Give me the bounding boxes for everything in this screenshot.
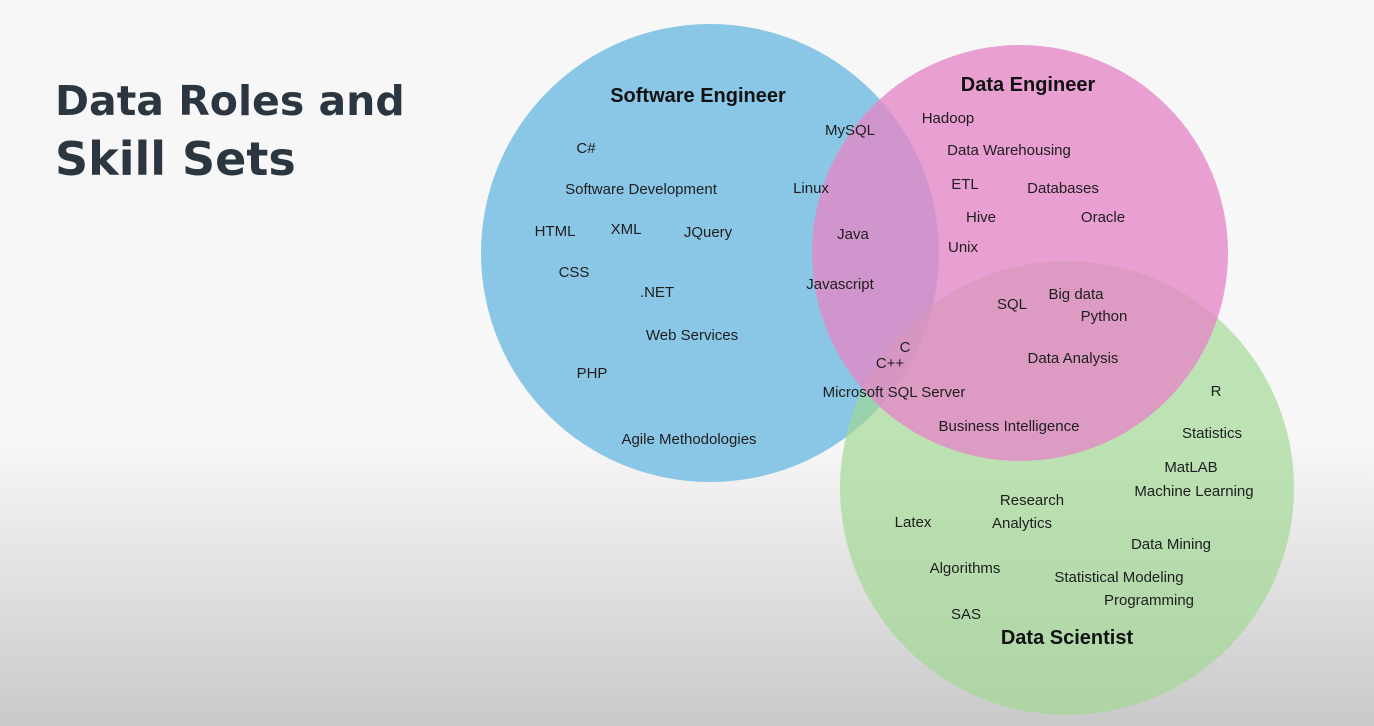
all-three-roles-skills: C C++ Microsoft SQL Server bbox=[823, 339, 966, 401]
skill-label: Microsoft SQL Server bbox=[823, 384, 966, 401]
skill-label: Unix bbox=[948, 239, 979, 256]
skill-label: ETL bbox=[951, 176, 979, 193]
skill-label: C bbox=[900, 339, 911, 356]
skill-label: Research bbox=[1000, 492, 1064, 509]
skill-label: CSS bbox=[559, 264, 590, 281]
skill-label: Analytics bbox=[992, 515, 1052, 532]
skill-label: Java bbox=[837, 226, 869, 243]
data-scientist-skills: R Statistics MatLAB Machine Learning Res… bbox=[895, 383, 1254, 623]
data-engineer-circle bbox=[812, 45, 1228, 461]
slide-title: Data Roles and Skill Sets bbox=[55, 72, 405, 188]
skill-label: Business Intelligence bbox=[939, 418, 1080, 435]
skill-label: Data Analysis bbox=[1028, 350, 1119, 367]
skill-label: JQuery bbox=[684, 224, 733, 241]
skill-label: Hadoop bbox=[922, 110, 975, 127]
skill-label: SAS bbox=[951, 606, 981, 623]
skill-label: PHP bbox=[577, 365, 608, 382]
skill-label: Javascript bbox=[806, 276, 874, 293]
skill-label: Linux bbox=[793, 180, 829, 197]
skill-label: .NET bbox=[640, 284, 674, 301]
skill-label: Data Warehousing bbox=[947, 142, 1071, 159]
skill-label: Latex bbox=[895, 514, 932, 531]
skill-label: XML bbox=[611, 221, 642, 238]
skill-label: Web Services bbox=[646, 327, 738, 344]
software-engineer-circle bbox=[481, 24, 939, 482]
skill-label: Oracle bbox=[1081, 209, 1125, 226]
skill-label: C# bbox=[576, 140, 596, 157]
skill-label: MatLAB bbox=[1164, 459, 1217, 476]
skill-label: Machine Learning bbox=[1134, 483, 1253, 500]
skill-label: Programming bbox=[1104, 592, 1194, 609]
software-engineer-skills: C# Software Development HTML XML JQuery … bbox=[535, 140, 757, 448]
data-engineer-skills: Hadoop Data Warehousing ETL Databases Hi… bbox=[922, 110, 1125, 256]
skill-label: R bbox=[1211, 383, 1222, 400]
circles bbox=[481, 24, 1294, 715]
skill-label: Databases bbox=[1027, 180, 1099, 197]
skill-label: SQL bbox=[997, 296, 1027, 313]
skill-label: HTML bbox=[535, 223, 576, 240]
skill-label: Python bbox=[1081, 308, 1128, 325]
software-and-data-engineer-skills: MySQL Linux Java Javascript bbox=[793, 122, 875, 293]
skill-label: Software Development bbox=[565, 181, 718, 198]
skill-label: C++ bbox=[876, 355, 905, 372]
skill-label: Algorithms bbox=[930, 560, 1001, 577]
skill-label: Agile Methodologies bbox=[621, 431, 756, 448]
skill-label: Hive bbox=[966, 209, 996, 226]
data-engineer-label: Data Engineer bbox=[961, 74, 1096, 96]
skill-label: Big data bbox=[1048, 286, 1104, 303]
data-engineer-and-data-scientist-skills: SQL Big data Python Data Analysis Busine… bbox=[939, 286, 1128, 435]
skill-label: Statistics bbox=[1182, 425, 1242, 442]
skill-label: MySQL bbox=[825, 122, 875, 139]
skill-label: Data Mining bbox=[1131, 536, 1211, 553]
slide-title-line-2: Skill Sets bbox=[55, 132, 296, 186]
software-engineer-label: Software Engineer bbox=[610, 85, 786, 107]
data-scientist-label: Data Scientist bbox=[1001, 627, 1134, 649]
slide-title-line-1: Data Roles and bbox=[55, 77, 405, 125]
skill-label: Statistical Modeling bbox=[1054, 569, 1183, 586]
